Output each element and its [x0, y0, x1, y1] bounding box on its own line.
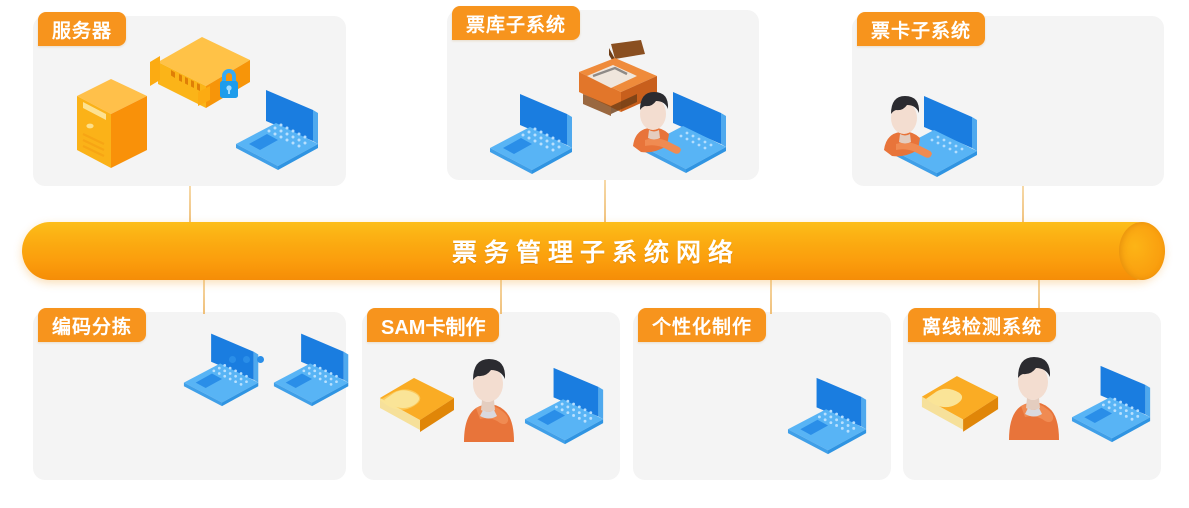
bus-cylinder-cap [1119, 222, 1165, 280]
connector-line-offline-test [1038, 276, 1040, 314]
person-at-laptop-icon [629, 84, 735, 176]
card-device-icon [915, 370, 1005, 440]
bus-title: 票务管理子系统网络 [451, 239, 740, 267]
bus-cylinder-body [22, 222, 1164, 280]
laptop-icon [271, 330, 353, 408]
laptop-icon [181, 330, 263, 408]
panel-offline-test[interactable]: 离线检测系统 [903, 308, 1161, 480]
person-icon [1003, 354, 1067, 442]
laptop-icon [785, 374, 871, 456]
panel-label-ticket-store: 票库子系统 [452, 6, 581, 40]
panel-personalize[interactable]: 个性化制作 [633, 308, 891, 480]
server-tower-icon [73, 76, 151, 172]
card-device-icon [374, 372, 460, 440]
rack-server-icon [138, 36, 262, 122]
ellipsis-dots-icon [229, 356, 264, 363]
person-at-laptop-icon [880, 88, 986, 180]
network-bus: 票务管理子系统网络 [22, 222, 1165, 280]
connector-line-server [189, 186, 191, 226]
panel-ticket-store[interactable]: 票库子系统 [447, 6, 759, 180]
panel-server[interactable]: 服务器 [33, 12, 346, 186]
panel-label-server: 服务器 [38, 12, 127, 46]
panel-label-offline-test: 离线检测系统 [908, 308, 1057, 342]
panel-label-coding-sort: 编码分拣 [38, 308, 147, 342]
person-icon [458, 356, 522, 444]
connector-line-ticket-store [604, 180, 606, 226]
panel-ticket-card[interactable]: 票卡子系统 [852, 12, 1164, 186]
panel-label-personalize: 个性化制作 [638, 308, 767, 342]
laptop-icon [1069, 362, 1155, 444]
connector-line-personalize [770, 276, 772, 314]
printer-icon [569, 38, 667, 120]
connector-line-coding-sort [203, 276, 205, 314]
panel-label-sam-card: SAM卡制作 [367, 308, 500, 342]
laptop-icon [522, 364, 608, 446]
panel-sam-card[interactable]: SAM卡制作 [362, 308, 620, 480]
connector-line-ticket-card [1022, 186, 1024, 226]
panel-coding-sort[interactable]: 编码分拣 [33, 308, 349, 480]
laptop-icon [487, 90, 577, 176]
panel-label-ticket-card: 票卡子系统 [857, 12, 986, 46]
connector-line-sam-card [500, 276, 502, 314]
laptop-icon [233, 86, 323, 172]
